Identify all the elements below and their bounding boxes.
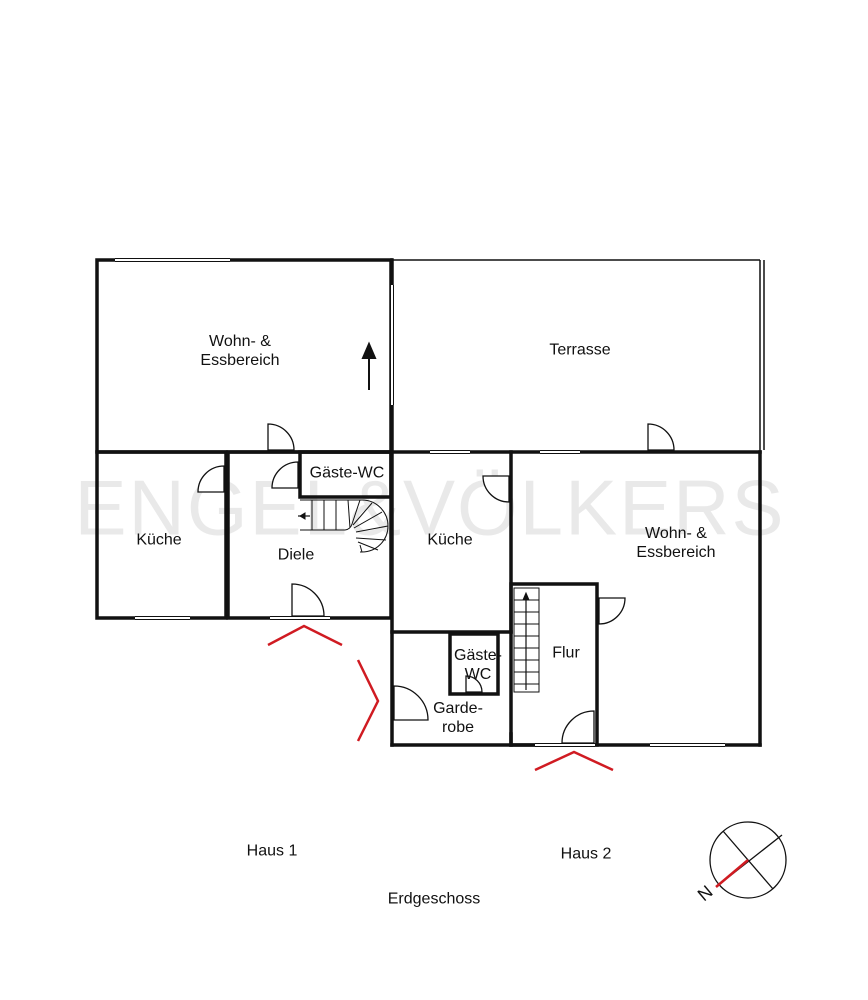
door-entrance-2 <box>561 710 595 744</box>
door-garderobe <box>393 685 429 721</box>
label-floor: Erdgeschoss <box>387 890 481 908</box>
room-label-gaeste-wc-2: Gäste-WC <box>453 647 503 683</box>
entrance-markers <box>267 624 614 772</box>
room-label-terrasse: Terrasse <box>549 341 611 359</box>
door-gaeste-wc1 <box>271 461 299 489</box>
direction-arrow <box>361 341 377 390</box>
door-kueche2 <box>482 475 510 503</box>
stairs-haus-1 <box>298 499 389 553</box>
room-label-wohnbereich-1: Wohn- &Essbereich <box>200 333 280 369</box>
watermark-text: ENGEL&VÖLKERS <box>74 463 786 552</box>
room-label-wohnbereich-2: Wohn- &Essbereich <box>636 525 716 561</box>
door-terrasse <box>647 423 675 451</box>
door-diele <box>291 583 325 617</box>
label-haus-1: Haus 1 <box>246 842 298 860</box>
door-flur <box>598 597 626 625</box>
room-label-garderobe: Garde-robe <box>433 700 483 736</box>
compass <box>709 821 787 899</box>
room-label-diele: Diele <box>277 546 315 564</box>
door-wohn1 <box>267 423 295 451</box>
stairs-haus-2 <box>513 587 540 693</box>
room-label-flur: Flur <box>552 644 580 662</box>
room-label-kueche-2: Küche <box>427 531 473 549</box>
door-kueche1 <box>197 465 225 493</box>
door-gaeste-wc2 <box>465 675 483 693</box>
wall-gaeste-wc-2 <box>448 632 500 696</box>
compass-north-label: N <box>694 881 717 905</box>
room-label-gaeste-wc-1: Gäste-WC <box>309 464 385 482</box>
label-haus-2: Haus 2 <box>560 845 612 863</box>
room-label-kueche-1: Küche <box>136 531 182 549</box>
